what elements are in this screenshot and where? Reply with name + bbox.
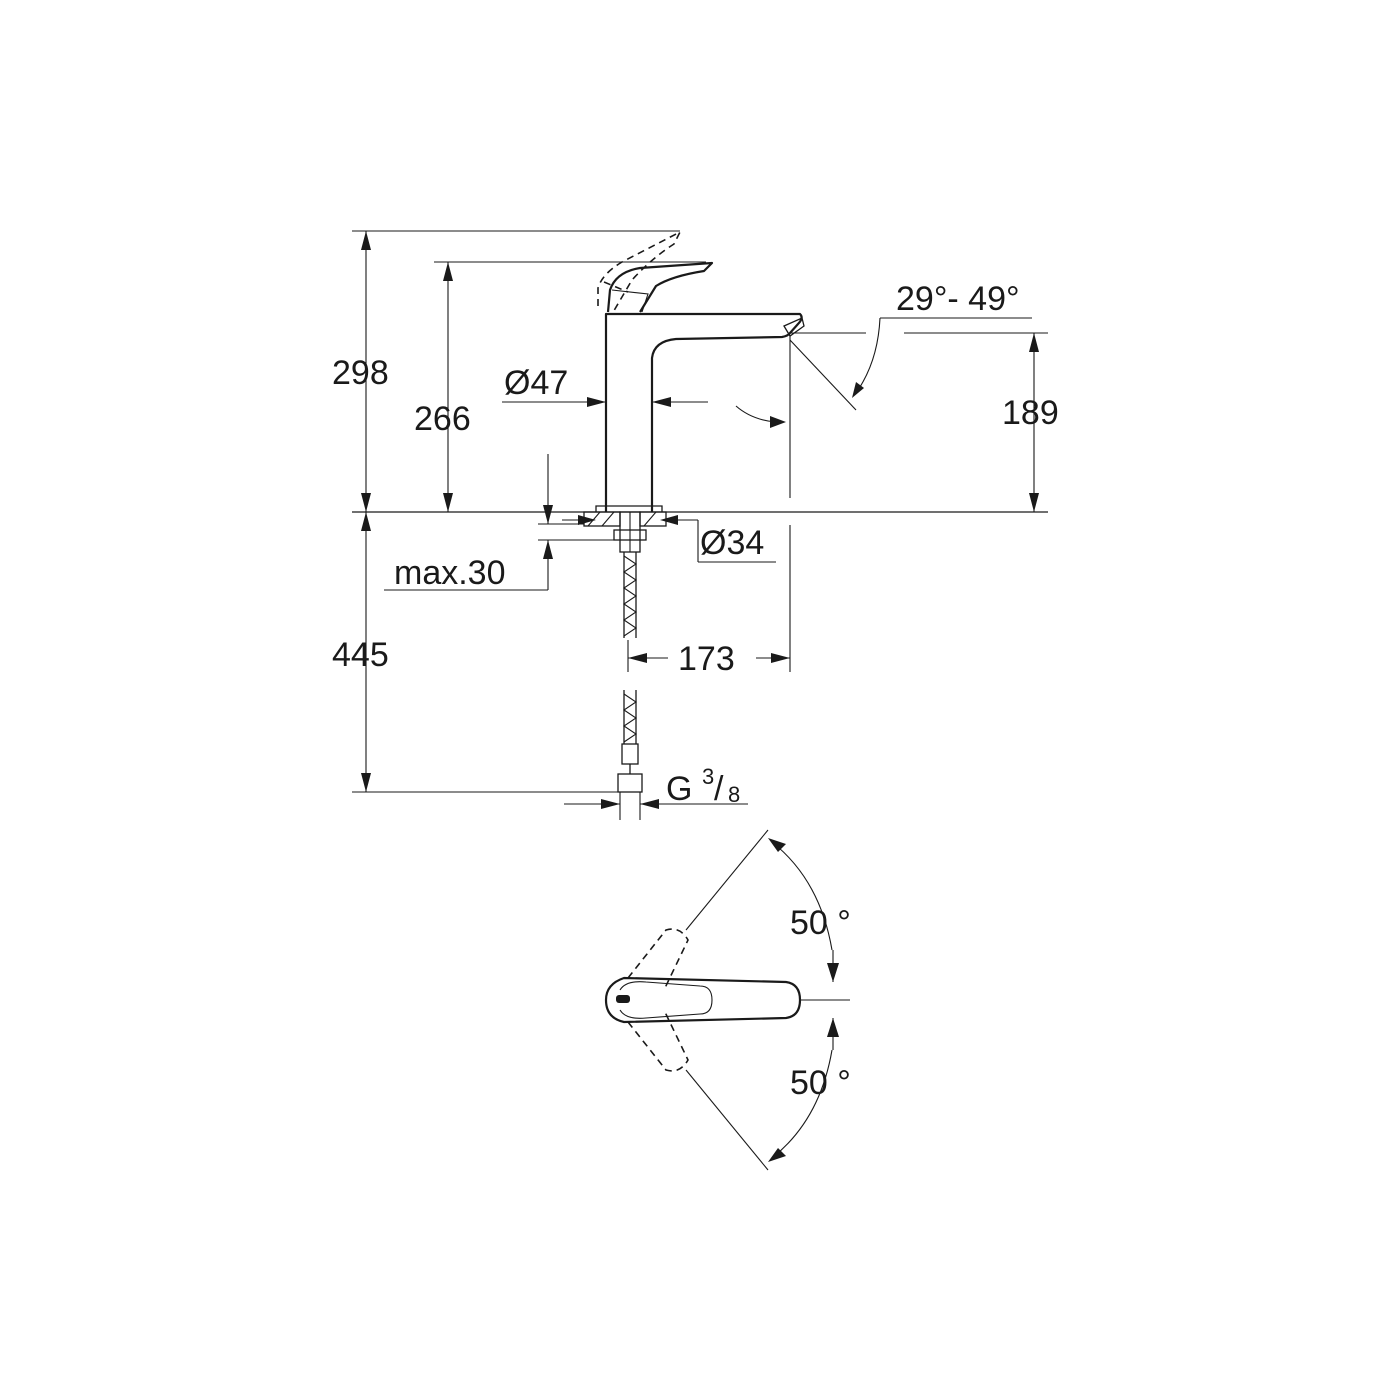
dim-189-arrow-top xyxy=(1029,333,1039,352)
aerator xyxy=(783,317,805,337)
dim-max30-arrow-bottom xyxy=(543,540,553,559)
dim-189-arrow-bottom xyxy=(1029,493,1039,512)
dim-445-arrow-top xyxy=(361,512,371,531)
body-rotation-arrow xyxy=(770,416,786,428)
dim-298-label: 298 xyxy=(332,354,389,392)
dim-173-arrow-right xyxy=(771,653,790,663)
dim-445-label: 445 xyxy=(332,636,389,674)
spout-angle-line xyxy=(789,339,857,411)
slab-hatch-2 xyxy=(601,511,615,527)
counter-slab-right xyxy=(639,511,667,527)
mounting-assembly xyxy=(562,511,776,563)
base-plate xyxy=(595,505,663,512)
handle-outline xyxy=(606,261,714,313)
dim-max30-label: max.30 xyxy=(394,554,506,592)
dim-g38-arrow-right xyxy=(640,799,659,809)
hose-ferrule xyxy=(621,743,639,765)
rotation-arc-lower xyxy=(771,1049,833,1159)
hose-braid-upper xyxy=(623,555,637,637)
dim-173-arrow-left xyxy=(628,653,647,663)
dim-47-arrow-right xyxy=(652,397,671,407)
top-view: 50 ° 50 ° xyxy=(604,829,851,1171)
rotation-arrow-lower-a xyxy=(768,1148,786,1162)
dim-445-arrow-bottom xyxy=(361,773,371,792)
top-handle-outline xyxy=(604,976,802,1024)
side-view: 298 266 Ø47 189 29°- 49° Ø34 max.30 445 … xyxy=(332,230,1059,820)
dim-298-arrow-bottom xyxy=(361,493,371,512)
dim-266-arrow-bottom xyxy=(443,493,453,512)
dim-266-label: 266 xyxy=(414,400,471,438)
dim-34-arrow-left xyxy=(578,515,596,525)
fixing-nut xyxy=(613,529,647,541)
dim-max30-arrow-top xyxy=(543,505,553,524)
rotation-upper-label: 50 ° xyxy=(790,904,851,942)
dim-spout-angle-label: 29°- 49° xyxy=(896,280,1020,318)
top-handle-rotated-up xyxy=(627,928,689,991)
hose-connector-nut xyxy=(617,773,643,793)
handle-raised-outline xyxy=(597,230,682,315)
top-handle-groove xyxy=(619,981,713,1019)
dim-g38-numerator: 3 xyxy=(702,764,714,789)
dim-47-label: Ø47 xyxy=(504,364,568,402)
spout-angle-arc xyxy=(857,317,881,391)
top-handle-indicator xyxy=(616,995,630,1003)
dim-34-arrow-right xyxy=(660,515,678,525)
hose-braid-lower xyxy=(623,693,637,743)
rotation-lower-label: 50 ° xyxy=(790,1064,851,1102)
rotation-arc-upper xyxy=(771,841,833,951)
slab-hatch-1 xyxy=(587,511,601,527)
dim-47-arrow-left xyxy=(587,397,606,407)
spout-angle-arrow xyxy=(852,382,864,398)
faucet-body-outline xyxy=(604,312,803,512)
rotation-limit-lower xyxy=(685,1069,769,1171)
handle-raised-detail xyxy=(603,281,629,293)
dim-173-label: 173 xyxy=(678,640,735,678)
dim-g38-arrow-left xyxy=(601,799,620,809)
dim-266-arrow-top xyxy=(443,262,453,281)
supply-hose-upper xyxy=(623,552,637,638)
supply-hose-lower xyxy=(617,690,643,820)
handle-detail xyxy=(611,289,649,313)
dim-189-label: 189 xyxy=(1002,394,1059,432)
rotation-limit-upper xyxy=(685,829,769,931)
dim-g38-main-label: G xyxy=(666,770,692,808)
dim-g38-slash: / xyxy=(714,770,724,808)
slab-hatch-3 xyxy=(643,511,657,527)
dim-34-label: Ø34 xyxy=(700,524,764,562)
dim-g38-denominator: 8 xyxy=(728,782,740,807)
rotation-arrow-upper-a xyxy=(768,838,786,852)
top-handle-rotated-down xyxy=(627,1009,689,1072)
dim-298-arrow-top xyxy=(361,231,371,250)
